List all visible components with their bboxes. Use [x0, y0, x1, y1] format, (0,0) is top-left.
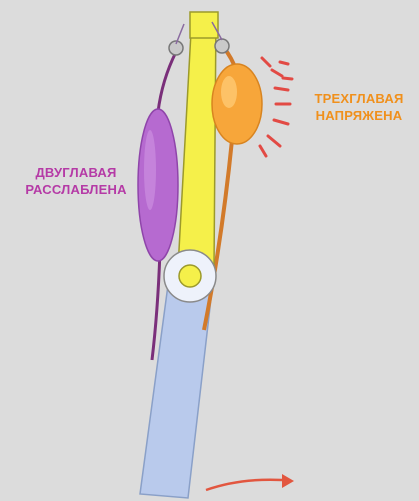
humerus-bone [178, 14, 216, 268]
triceps-label-line2: НАПРЯЖЕНА [300, 107, 418, 124]
tension-rays-icon [260, 58, 292, 156]
biceps-label-line2: РАССЛАБЛЕНА [6, 181, 146, 198]
triceps-label-line1: ТРЕХГЛАВАЯ [300, 90, 418, 107]
triceps-muscle [212, 64, 262, 144]
triceps-label: ТРЕХГЛАВАЯ НАПРЯЖЕНА [300, 90, 418, 124]
biceps-label: ДВУГЛАВАЯ РАССЛАБЛЕНА [6, 164, 146, 198]
forearm-bone [140, 285, 212, 498]
curved-arrow-right-icon [206, 480, 282, 490]
biceps-label-line1: ДВУГЛАВАЯ [6, 164, 146, 181]
biceps-lower-tendon [152, 250, 160, 360]
biceps-upper-tendon [158, 52, 176, 112]
elbow-joint [164, 250, 216, 302]
